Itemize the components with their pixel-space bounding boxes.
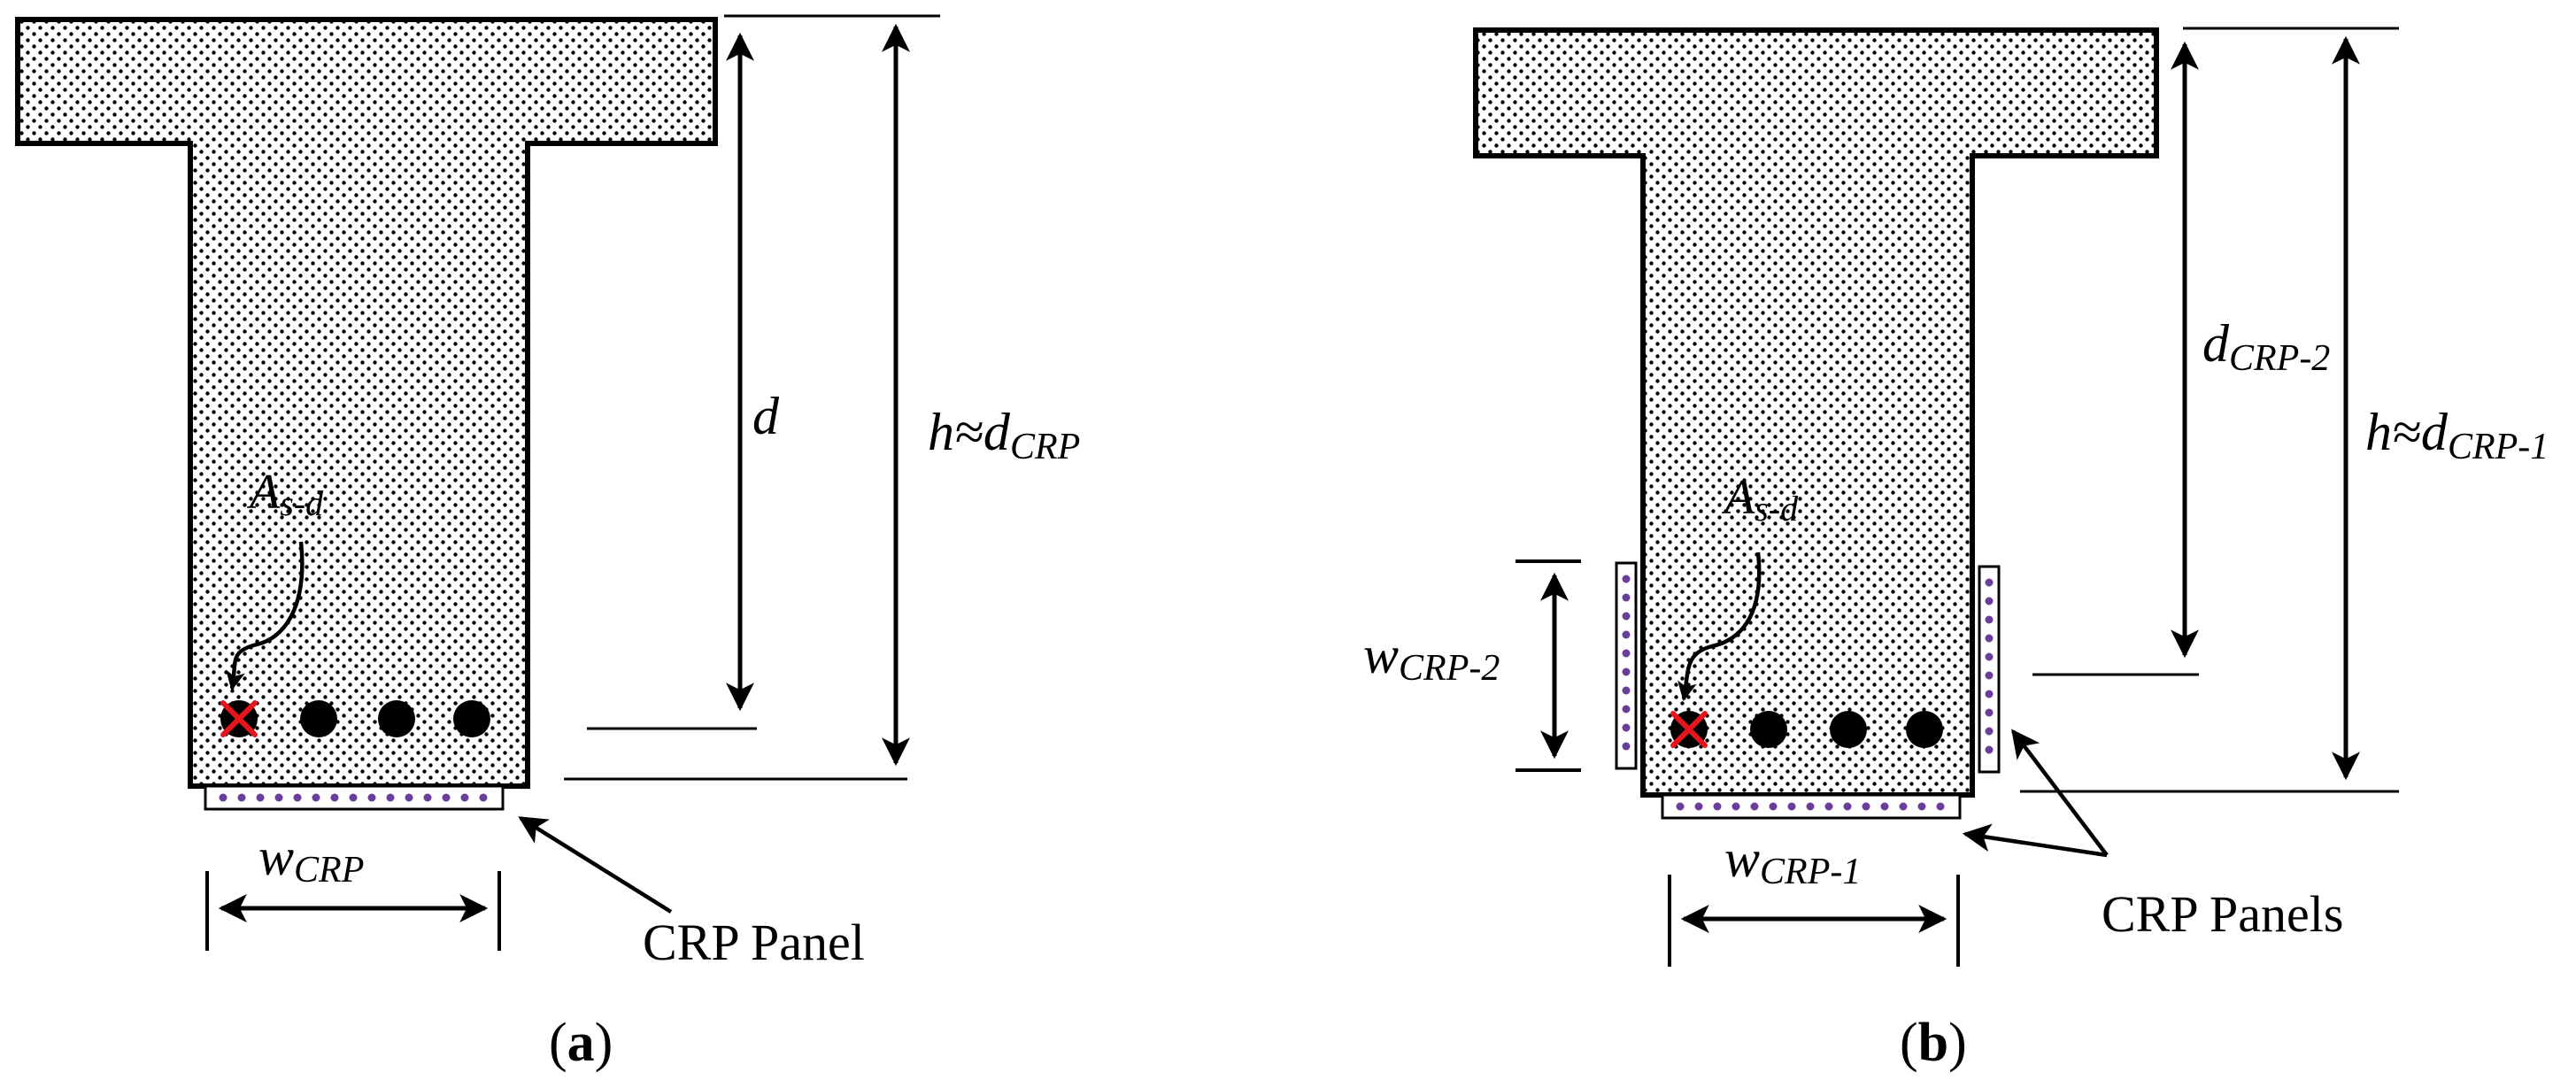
- rebar: [378, 700, 415, 737]
- crp-panel-pointer-arrow-a: [518, 816, 673, 914]
- crp-panel-side-right-b: [1978, 565, 2001, 774]
- caption-b: (b): [1900, 1013, 1967, 1073]
- rebar: [1830, 711, 1867, 748]
- as-leader-arrow-a: [226, 541, 305, 691]
- d-label-b: dCRP-2: [2202, 314, 2330, 379]
- t-beam-section-b: [1473, 27, 2159, 798]
- as-leader-arrow-b: [1677, 552, 1762, 702]
- rebar: [300, 700, 337, 737]
- rebar: [453, 700, 490, 737]
- crp-panel-label-a: CRP Panel: [643, 914, 865, 971]
- crp-panel-bottom-b: [1661, 793, 1962, 820]
- as-label-a: As-d: [246, 465, 324, 523]
- w1-label-b: wCRP-1: [1724, 829, 1861, 892]
- panel-a: d h≈dCRP As-d wCRP CRP Panel (a): [15, 14, 1080, 1073]
- h-label-a: h≈dCRP: [928, 403, 1080, 467]
- removed-bar-cross-icon: [1670, 711, 1708, 748]
- crp-panels-pointer-arrow-side-b: [2011, 729, 2109, 857]
- caption-a: (a): [549, 1013, 613, 1073]
- crp-panel-bottom-a: [204, 784, 505, 811]
- crp-panels-label-b: CRP Panels: [2102, 885, 2343, 943]
- removed-bar-cross-icon: [220, 700, 258, 737]
- t-beam-section-a: [15, 17, 718, 789]
- rebar: [1906, 711, 1943, 748]
- as-label-b: As-d: [1721, 470, 1799, 528]
- rebar-row-a: [220, 700, 490, 737]
- w-label-a: wCRP: [258, 828, 364, 891]
- w2-label-b: wCRP-2: [1363, 626, 1500, 689]
- panel-b: dCRP-2 h≈dCRP-1 As-d wCRP-2 wCRP-1 CRP P…: [1363, 27, 2549, 1073]
- h-label-b: h≈dCRP-1: [2365, 403, 2549, 467]
- crp-panels-pointer-arrow-bottom-b: [1962, 823, 2108, 858]
- crp-panel-side-left-b: [1615, 561, 1638, 770]
- d-label-a: d: [752, 387, 780, 445]
- rebar: [1750, 711, 1787, 748]
- rebar-row-b: [1670, 711, 1943, 748]
